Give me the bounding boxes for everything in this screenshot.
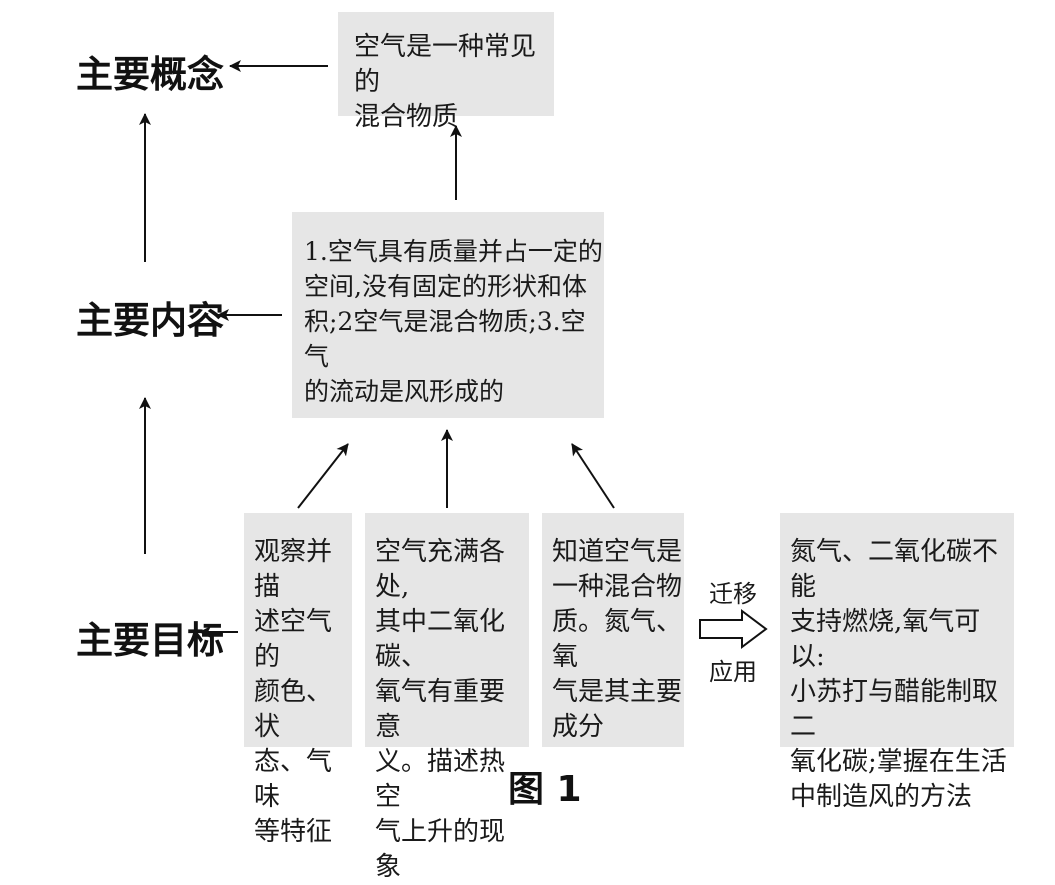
application-box: 氮气、二氧化碳不能 支持燃烧,氧气可以: 小苏打与醋能制取二 氧化碳;掌握在生活… — [780, 513, 1014, 812]
goal-box-mixture: 知道空气是 一种混合物 质。氮气、氧 气是其主要 成分 — [542, 513, 684, 747]
application-line: 中制造风的方法 — [790, 782, 973, 812]
figure-caption: 图 1 — [508, 769, 582, 810]
goal-line: 知道空气是 — [552, 537, 683, 567]
goal-line: 观察并描 — [254, 537, 333, 602]
goal-line: 成分 — [552, 712, 605, 742]
diagram-arrows — [139, 60, 768, 649]
transfer-label: 迁移 — [709, 580, 757, 608]
content-box: 1.空气具有质量并占一定的 空间,没有固定的形状和体 积;2空气是混合物质;3.… — [292, 212, 604, 418]
application-line: 氧化碳;掌握在生活 — [790, 747, 1007, 777]
application-line: 小苏打与醋能制取二 — [790, 677, 999, 742]
concept-line: 空气是一种常见的 — [354, 32, 537, 97]
hollow-arrow-transfer — [699, 609, 768, 649]
application-line: 支持燃烧,氧气可以: — [790, 607, 981, 672]
concept-line: 混合物质 — [354, 102, 459, 132]
content-line: 积;2空气是混合物质;3.空气 — [304, 307, 586, 371]
content-line: 空间,没有固定的形状和体 — [304, 272, 587, 301]
goal-line: 述空气的 — [254, 607, 333, 672]
goal-line: 一种混合物 — [552, 572, 683, 602]
arrow-goal-left-to-content — [297, 443, 349, 509]
concept-box: 空气是一种常见的 混合物质 — [338, 12, 554, 132]
goal-line: 空气充满各处, — [375, 537, 506, 602]
arrow-goal-right-to-content — [571, 443, 615, 509]
application-line: 氮气、二氧化碳不能 — [790, 537, 999, 602]
application-label: 应用 — [709, 658, 757, 686]
content-line: 1.空气具有质量并占一定的 — [304, 237, 603, 266]
goal-box-observe: 观察并描 述空气的 颜色、状 态、气味 等特征 — [244, 513, 352, 847]
goal-line: 义。描述热空 — [375, 747, 506, 812]
goal-line: 气是其主要 — [552, 677, 683, 707]
goal-box-air-everywhere: 空气充满各处, 其中二氧化碳、 氧气有重要意 义。描述热空 气上升的现象 — [365, 513, 529, 882]
goal-line: 其中二氧化碳、 — [375, 607, 506, 672]
goal-line: 氧气有重要意 — [375, 677, 506, 742]
content-line: 的流动是风形成的 — [304, 377, 505, 406]
label-main-content: 主要内容 — [76, 299, 224, 342]
goal-line: 质。氮气、氧 — [552, 607, 683, 672]
label-main-concept: 主要概念 — [76, 53, 224, 96]
goal-line: 颜色、状 — [254, 677, 333, 742]
goal-line: 态、气味 — [254, 747, 333, 812]
